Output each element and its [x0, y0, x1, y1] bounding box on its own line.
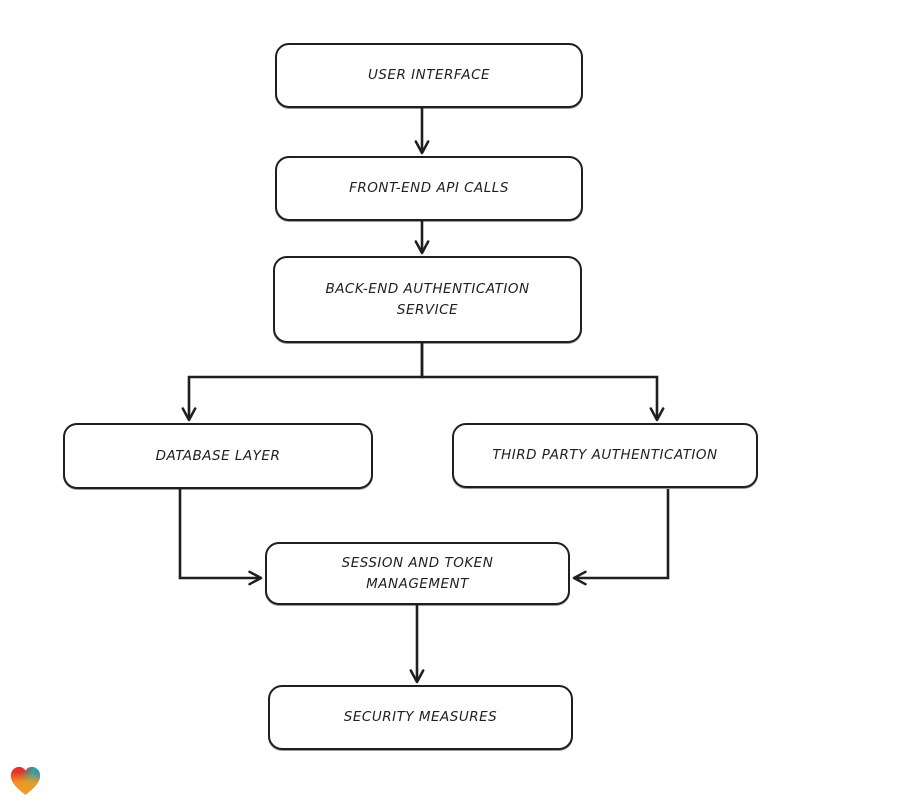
node-back-end-auth-service[interactable]: BACK-END AUTHENTICATION SERVICE — [273, 256, 582, 343]
node-label: SERVICE — [396, 301, 459, 318]
heart-shape-overlay — [10, 766, 41, 795]
node-label: USER INTERFACE — [367, 67, 491, 84]
node-third-party-authentication[interactable]: THIRD PARTY AUTHENTICATION — [452, 423, 758, 488]
node-label: BACK-END AUTHENTICATION — [325, 280, 530, 297]
node-label: DATABASE LAYER — [155, 447, 281, 464]
node-front-end-api-calls[interactable]: FRONT-END API CALLS — [275, 156, 583, 221]
heart-logo[interactable] — [7, 761, 44, 800]
node-label: THIRD PARTY AUTHENTICATION — [492, 447, 718, 464]
node-label: SECURITY MEASURES — [343, 709, 498, 726]
node-database-layer[interactable]: DATABASE LAYER — [63, 423, 373, 489]
node-user-interface[interactable]: USER INTERFACE — [275, 43, 583, 108]
node-label: FRONT-END API CALLS — [349, 180, 509, 197]
node-security-measures[interactable]: SECURITY MEASURES — [268, 685, 573, 750]
node-session-and-token-management[interactable]: SESSION AND TOKEN MANAGEMENT — [265, 542, 570, 605]
node-label: SESSION AND TOKEN — [341, 554, 494, 571]
node-label: MANAGEMENT — [366, 575, 469, 592]
